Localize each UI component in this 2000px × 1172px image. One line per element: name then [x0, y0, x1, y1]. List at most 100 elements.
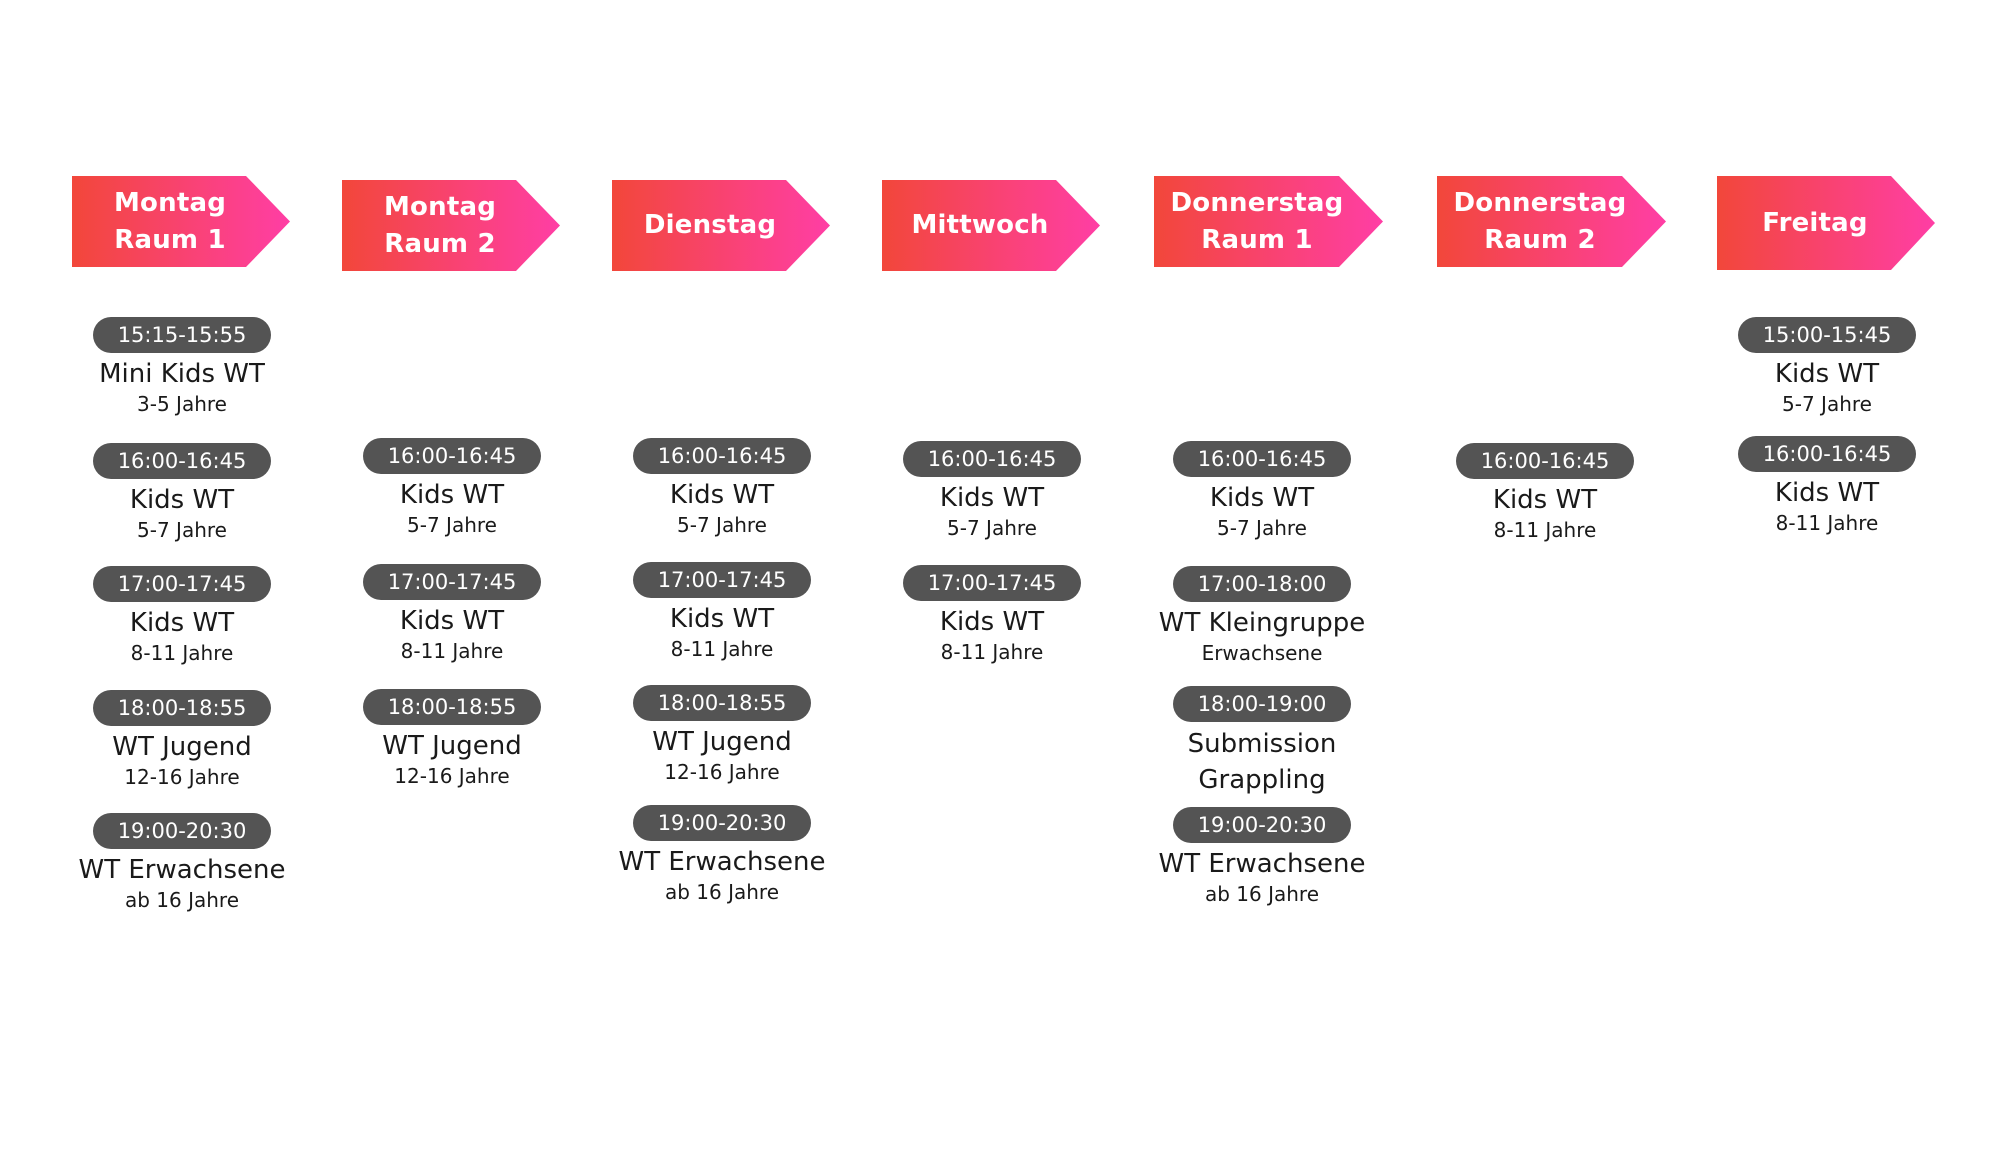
arrow-banner-shape	[882, 180, 1100, 271]
time-pill: 16:00-16:45	[1456, 443, 1634, 479]
session-age: 8-11 Jahre	[1493, 518, 1597, 542]
session-name: Kids WT	[669, 604, 775, 634]
time-pill: 17:00-17:45	[633, 562, 811, 598]
session-age: 5-7 Jahre	[407, 513, 497, 537]
time-pill: 19:00-20:30	[1173, 807, 1351, 843]
session-name: WT Kleingruppe	[1158, 608, 1366, 638]
session: 16:00-16:45 Kids WT 5-7 Jahre	[52, 443, 312, 543]
session: 18:00-18:55 WT Jugend 12-16 Jahre	[592, 685, 852, 785]
session: 17:00-17:45 Kids WT 8-11 Jahre	[322, 564, 582, 664]
session-age: 12-16 Jahre	[394, 764, 510, 788]
session-age: 8-11 Jahre	[1775, 511, 1879, 535]
session-age: 8-11 Jahre	[130, 641, 234, 665]
day-label: Montag Raum 2	[383, 191, 497, 259]
session-name: Kids WT	[669, 480, 775, 510]
session-name: Submission Grappling	[1187, 729, 1337, 795]
session-name: Kids WT	[399, 480, 505, 510]
time-pill: 16:00-16:45	[363, 438, 541, 474]
time-pill: 15:00-15:45	[1738, 317, 1916, 353]
session-name: WT Erwachsene	[1158, 849, 1366, 879]
day-label: Montag Raum 1	[113, 187, 227, 255]
time-pill: 19:00-20:30	[633, 805, 811, 841]
session-age: 8-11 Jahre	[670, 637, 774, 661]
session-age: ab 16 Jahre	[1204, 882, 1320, 906]
time-pill: 18:00-18:55	[363, 689, 541, 725]
day-header: Donnerstag Raum 1	[1154, 176, 1383, 267]
session-name: Kids WT	[1492, 485, 1598, 515]
time-pill: 17:00-17:45	[903, 565, 1081, 601]
session-name: Kids WT	[939, 483, 1045, 513]
session-age: 12-16 Jahre	[124, 765, 240, 789]
time-pill: 18:00-18:55	[633, 685, 811, 721]
session: 16:00-16:45 Kids WT 5-7 Jahre	[1132, 441, 1392, 541]
session-age: Erwachsene	[1201, 641, 1323, 665]
session: 16:00-16:45 Kids WT 5-7 Jahre	[592, 438, 852, 538]
session: 16:00-16:45 Kids WT 8-11 Jahre	[1697, 436, 1957, 536]
day-header: Freitag	[1717, 176, 1935, 270]
time-pill: 19:00-20:30	[93, 813, 271, 849]
day-label: Donnerstag Raum 2	[1453, 187, 1627, 255]
session: 17:00-17:45 Kids WT 8-11 Jahre	[52, 566, 312, 666]
session-name: Kids WT	[399, 606, 505, 636]
session-name: WT Jugend	[112, 732, 252, 762]
session: 16:00-16:45 Kids WT 5-7 Jahre	[862, 441, 1122, 541]
time-pill: 18:00-19:00	[1173, 686, 1351, 722]
session-age: 8-11 Jahre	[400, 639, 504, 663]
session: 16:00-16:45 Kids WT 8-11 Jahre	[1415, 443, 1675, 543]
day-header: Montag Raum 1	[72, 176, 290, 267]
session-name: WT Jugend	[652, 727, 792, 757]
time-pill: 17:00-17:45	[363, 564, 541, 600]
session-age: 5-7 Jahre	[1782, 392, 1872, 416]
time-pill: 17:00-17:45	[93, 566, 271, 602]
arrow-banner-shape	[612, 180, 830, 271]
session-age: 5-7 Jahre	[1217, 516, 1307, 540]
day-header: Donnerstag Raum 2	[1437, 176, 1666, 267]
day-label: Dienstag	[643, 210, 777, 240]
arrow-banner-shape	[1437, 176, 1666, 267]
session-name: WT Erwachsene	[618, 847, 826, 877]
session: 15:00-15:45 Kids WT 5-7 Jahre	[1697, 317, 1957, 417]
day-label: Mittwoch	[911, 210, 1049, 240]
day-header: Montag Raum 2	[342, 180, 560, 271]
session: 17:00-17:45 Kids WT 8-11 Jahre	[862, 565, 1122, 665]
day-label: Freitag	[1762, 207, 1868, 238]
session: 17:00-17:45 Kids WT 8-11 Jahre	[592, 562, 852, 662]
time-pill: 16:00-16:45	[633, 438, 811, 474]
time-pill: 16:00-16:45	[1738, 436, 1916, 472]
session-name: WT Jugend	[382, 731, 522, 761]
arrow-banner-shape	[1154, 176, 1383, 267]
session: 15:15-15:55 Mini Kids WT 3-5 Jahre	[52, 317, 312, 417]
session-name: WT Erwachsene	[78, 855, 286, 885]
session-name: Mini Kids WT	[99, 359, 265, 389]
day-header: Dienstag	[612, 180, 830, 271]
session-age: 5-7 Jahre	[677, 513, 767, 537]
session-name: Kids WT	[1209, 483, 1315, 513]
time-pill: 16:00-16:45	[93, 443, 271, 479]
session-name: Kids WT	[939, 607, 1045, 637]
session-age: 12-16 Jahre	[664, 760, 780, 784]
arrow-banner-shape	[1717, 176, 1935, 270]
session: 19:00-20:30 WT Erwachsene ab 16 Jahre	[592, 805, 852, 905]
session: 19:00-20:30 WT Erwachsene ab 16 Jahre	[1132, 807, 1392, 907]
session-name: Kids WT	[1774, 478, 1880, 508]
time-pill: 17:00-18:00	[1173, 566, 1351, 602]
session: 19:00-20:30 WT Erwachsene ab 16 Jahre	[52, 813, 312, 913]
session: 17:00-18:00 WT Kleingruppe Erwachsene	[1132, 566, 1392, 666]
time-pill: 15:15-15:55	[93, 317, 271, 353]
time-pill: 18:00-18:55	[93, 690, 271, 726]
session: 16:00-16:45 Kids WT 5-7 Jahre	[322, 438, 582, 538]
session: 18:00-19:00 Submission Grappling	[1132, 686, 1392, 798]
time-pill: 16:00-16:45	[1173, 441, 1351, 477]
day-label: Donnerstag Raum 1	[1170, 187, 1344, 255]
session-age: ab 16 Jahre	[124, 888, 240, 912]
session-age: 5-7 Jahre	[947, 516, 1037, 540]
session-age: 8-11 Jahre	[940, 640, 1044, 664]
arrow-banner-shape	[72, 176, 290, 267]
session-name: Kids WT	[129, 485, 235, 515]
time-pill: 16:00-16:45	[903, 441, 1081, 477]
session: 18:00-18:55 WT Jugend 12-16 Jahre	[322, 689, 582, 789]
session-age: ab 16 Jahre	[664, 880, 780, 904]
arrow-banner-shape	[342, 180, 560, 271]
session-name: Kids WT	[129, 608, 235, 638]
